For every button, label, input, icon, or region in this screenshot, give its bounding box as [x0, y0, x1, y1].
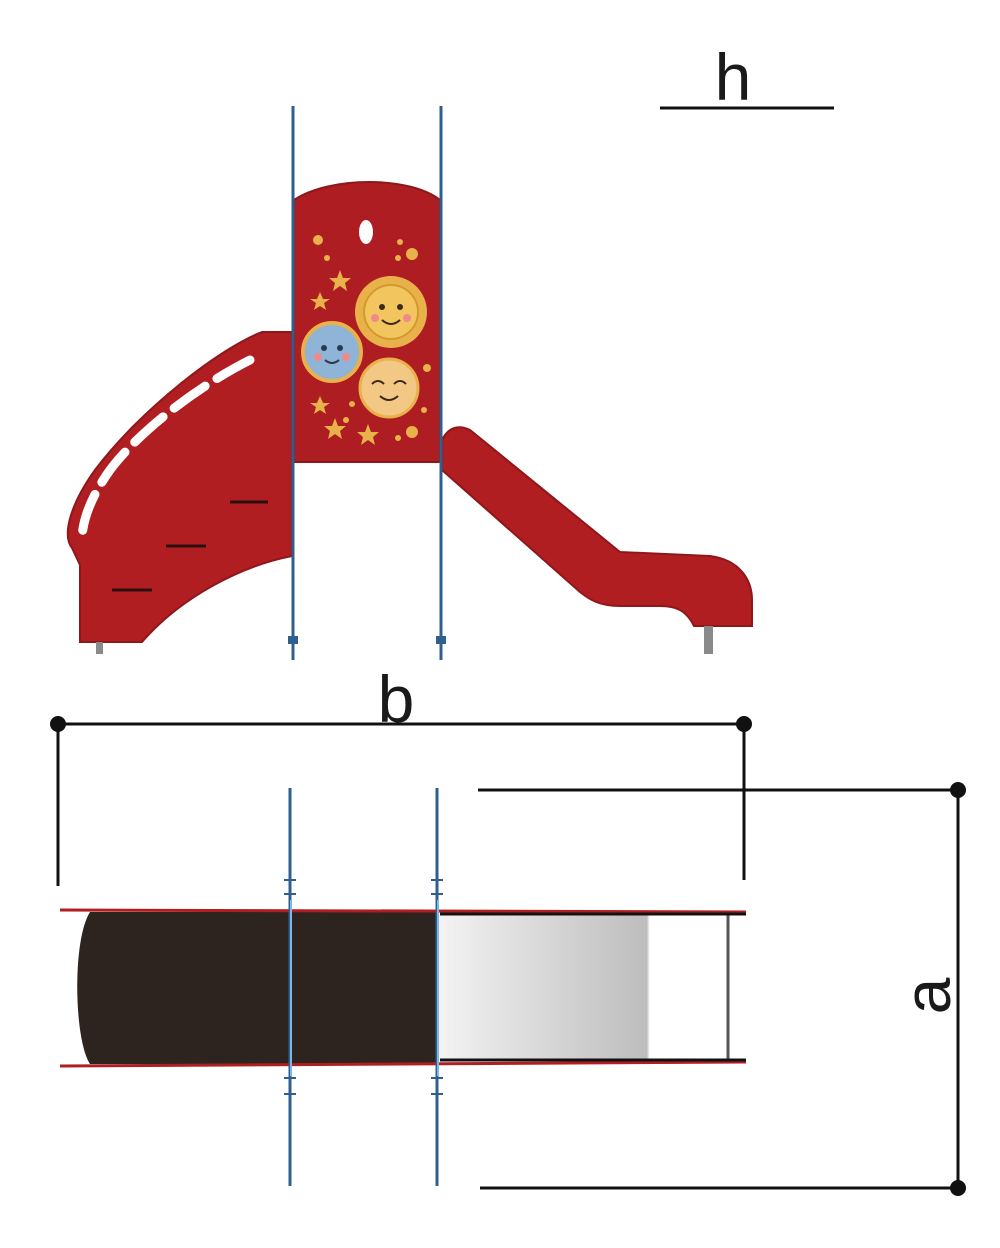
panel-handle-hole [359, 220, 373, 244]
depth-endpoint [950, 1180, 966, 1196]
depth-endpoint [950, 782, 966, 798]
star-icon [357, 424, 379, 445]
dot [324, 255, 330, 261]
dot [406, 248, 418, 260]
chute-top [438, 914, 728, 1060]
star-icon [310, 292, 330, 310]
depth-dimension: a [478, 782, 966, 1196]
depth-label: a [890, 977, 964, 1014]
dot [349, 401, 355, 407]
dot [423, 364, 431, 372]
post-bolt [436, 636, 446, 644]
ramp-foot [96, 642, 103, 654]
deck-top [77, 912, 439, 1064]
height-label: h [715, 40, 752, 114]
plan-edge-bottom [59, 1060, 747, 1068]
chute-foot [704, 626, 713, 654]
left-curved-ramp [66, 331, 293, 654]
dot [343, 417, 349, 423]
plan-post-bolts [284, 879, 443, 1095]
plan-view [59, 788, 747, 1186]
dot [397, 239, 403, 245]
sun-face-icon [355, 276, 427, 348]
star-icon [324, 418, 346, 439]
star-icon [310, 396, 330, 414]
right-slide-chute [441, 426, 753, 654]
star-icon [329, 270, 351, 291]
ramp-rail-highlight [77, 355, 255, 545]
side-elevation [66, 106, 753, 660]
central-panel [293, 181, 441, 463]
smiling-face-icon [358, 357, 420, 419]
post-bolt [288, 636, 298, 644]
moon-face-icon [301, 321, 363, 383]
height-dimension: h [660, 40, 834, 114]
width-dimension: b [50, 662, 752, 886]
dot [395, 435, 401, 441]
support-posts [288, 106, 446, 660]
dot [406, 426, 418, 438]
dot [313, 235, 323, 245]
plan-edge-top [59, 908, 747, 914]
panel-stars [310, 235, 431, 445]
dot [395, 255, 401, 261]
dot [421, 407, 427, 413]
